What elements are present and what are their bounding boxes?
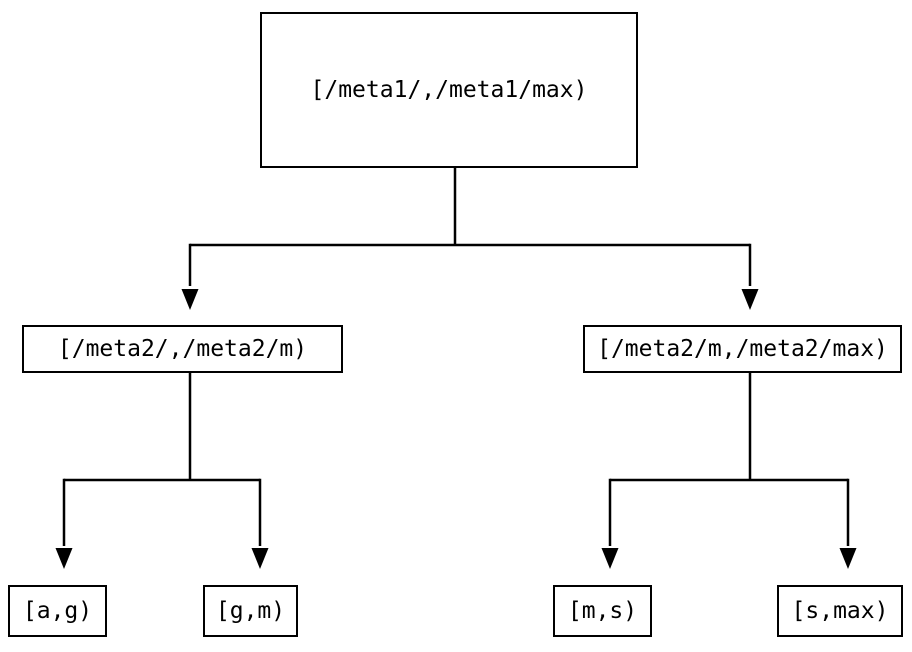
node-meta2-low-range: [/meta2/,/meta2/m) <box>22 325 343 373</box>
node-leaf-m-s: [m,s) <box>553 585 652 637</box>
node-leaf-g-m: [g,m) <box>203 585 298 637</box>
arrowhead-mid-left <box>181 289 199 310</box>
node-meta2-high-range: [/meta2/m,/meta2/max) <box>583 325 902 373</box>
node-root-range: [/meta1/,/meta1/max) <box>260 12 638 168</box>
arrowhead-leaf-gm <box>251 548 269 569</box>
node-leaf-a-g: [a,g) <box>8 585 107 637</box>
arrowhead-leaf-smax <box>839 548 857 569</box>
arrowhead-mid-right <box>741 289 759 310</box>
node-leaf-s-max: [s,max) <box>777 585 903 637</box>
arrowhead-leaf-ms <box>601 548 619 569</box>
arrowhead-leaf-ag <box>55 548 73 569</box>
